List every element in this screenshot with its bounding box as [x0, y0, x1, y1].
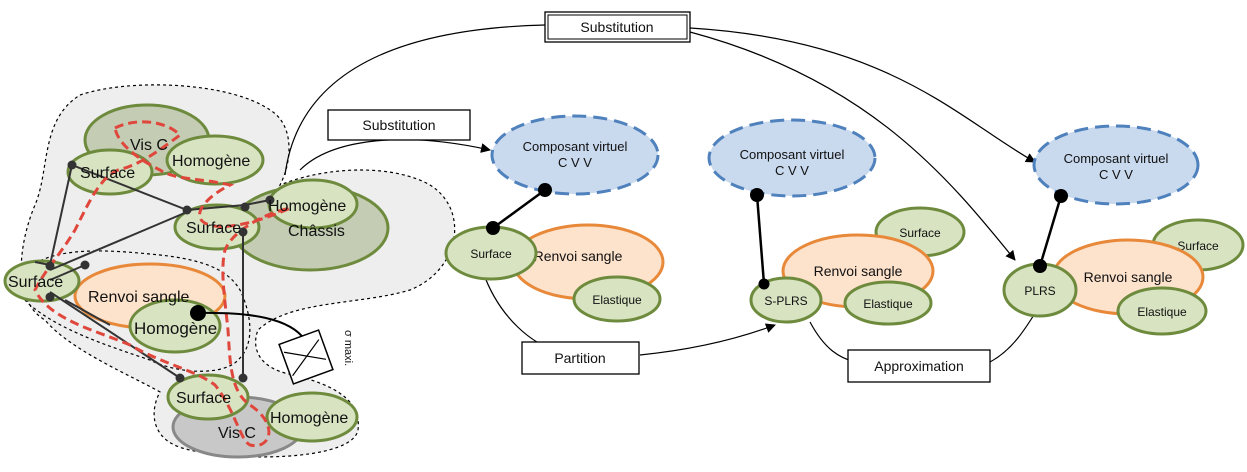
- svg-text:C V V: C V V: [1099, 167, 1133, 182]
- svg-text:Elastique: Elastique: [1137, 305, 1187, 319]
- svg-text:Composant virtuel: Composant virtuel: [1064, 151, 1169, 166]
- homogene-top-label: Homogène: [172, 153, 250, 170]
- node-vcv-2: [750, 188, 764, 202]
- label-approximation: Approximation: [847, 349, 991, 383]
- elastique-1: [572, 275, 662, 323]
- svg-text:Composant virtuel: Composant virtuel: [740, 147, 845, 162]
- virtual-component-1: [490, 114, 660, 196]
- svg-text:Substitution: Substitution: [362, 117, 435, 133]
- svg-text:Surface: Surface: [899, 226, 941, 240]
- svg-text:Partition: Partition: [554, 350, 605, 366]
- svg-text:Renvoi sangle: Renvoi sangle: [1084, 269, 1173, 285]
- left-node-dots: [45, 160, 275, 383]
- left-assembly: σ maxi. Vis C Homogène Surface Homogène …: [3, 84, 456, 459]
- svg-text:Surface: Surface: [1177, 239, 1219, 253]
- elastique-2: [843, 280, 933, 326]
- surface-mid-label: Surface: [186, 220, 241, 237]
- vis-c-bottom-label: Vis C: [218, 425, 256, 442]
- svg-text:Elastique: Elastique: [863, 297, 913, 311]
- label-substitution-top: Substitution: [544, 11, 691, 43]
- surface-bottom-label: Surface: [176, 390, 231, 407]
- svg-text:Composant virtuel: Composant virtuel: [523, 139, 628, 154]
- node-plrs: [1033, 259, 1047, 273]
- node-splrs: [758, 278, 770, 290]
- arrow-substitution-top-right: [689, 27, 1036, 163]
- homogene-center-label: Homogène: [134, 319, 217, 338]
- virtual-component-2: [707, 118, 877, 198]
- chassis-label: Châssis: [288, 223, 345, 240]
- node-vcv-3: [1054, 189, 1068, 203]
- surface-top-ellipse: [66, 148, 154, 196]
- label-partition: Partition: [521, 341, 640, 375]
- group-partition: Composant virtuel C V V Surface Renvoi s…: [707, 118, 966, 326]
- load-link: [197, 311, 306, 341]
- svg-text:C V V: C V V: [558, 155, 592, 170]
- svg-text:Elastique: Elastique: [592, 293, 642, 307]
- arrow-partition-to-splrs: [639, 323, 776, 356]
- left-links: [34, 164, 271, 379]
- label-substitution-mid: Substitution: [327, 109, 471, 141]
- homogene-top-ellipse: [165, 134, 265, 186]
- node-vcv-1: [538, 183, 552, 197]
- sigma-label: σ maxi.: [342, 330, 354, 366]
- arrow-substitution-top-left: [284, 24, 546, 176]
- svg-text:Approximation: Approximation: [874, 358, 964, 374]
- svg-text:Surface: Surface: [470, 247, 512, 261]
- homogene-bottom-ellipse: [265, 391, 359, 443]
- surface-top-label: Surface: [80, 165, 135, 182]
- node-surface-1: [486, 221, 500, 235]
- vis-c-top-label: Vis C: [130, 137, 168, 154]
- splrs: [749, 276, 823, 324]
- svg-text:Renvoi sangle: Renvoi sangle: [814, 263, 903, 279]
- svg-text:S-PLRS: S-PLRS: [764, 294, 807, 308]
- stress-gauge-icon: [278, 329, 334, 385]
- arrow-substitution-long: [689, 31, 1016, 261]
- arrow-substitution-mid: [299, 139, 491, 171]
- svg-text:Substitution: Substitution: [580, 19, 653, 35]
- svg-text:PLRS: PLRS: [1024, 284, 1055, 298]
- homogene-chassis-label: Homogène: [268, 198, 346, 215]
- elastique-3: [1116, 286, 1208, 336]
- group-approximation: Composant virtuel C V V Surface Renvoi s…: [1002, 124, 1245, 336]
- red-dashed-path: [33, 120, 291, 448]
- renvoi-sangle-left-label: Renvoi sangle: [88, 289, 190, 306]
- group-substitution: Composant virtuel C V V Renvoi sangle Su…: [444, 114, 665, 323]
- homogene-bottom-label: Homogène: [270, 410, 348, 427]
- svg-text:Renvoi sangle: Renvoi sangle: [534, 248, 623, 264]
- virtual-component-3: [1032, 124, 1200, 206]
- surface-left-label: Surface: [8, 274, 63, 291]
- svg-text:C V V: C V V: [775, 163, 809, 178]
